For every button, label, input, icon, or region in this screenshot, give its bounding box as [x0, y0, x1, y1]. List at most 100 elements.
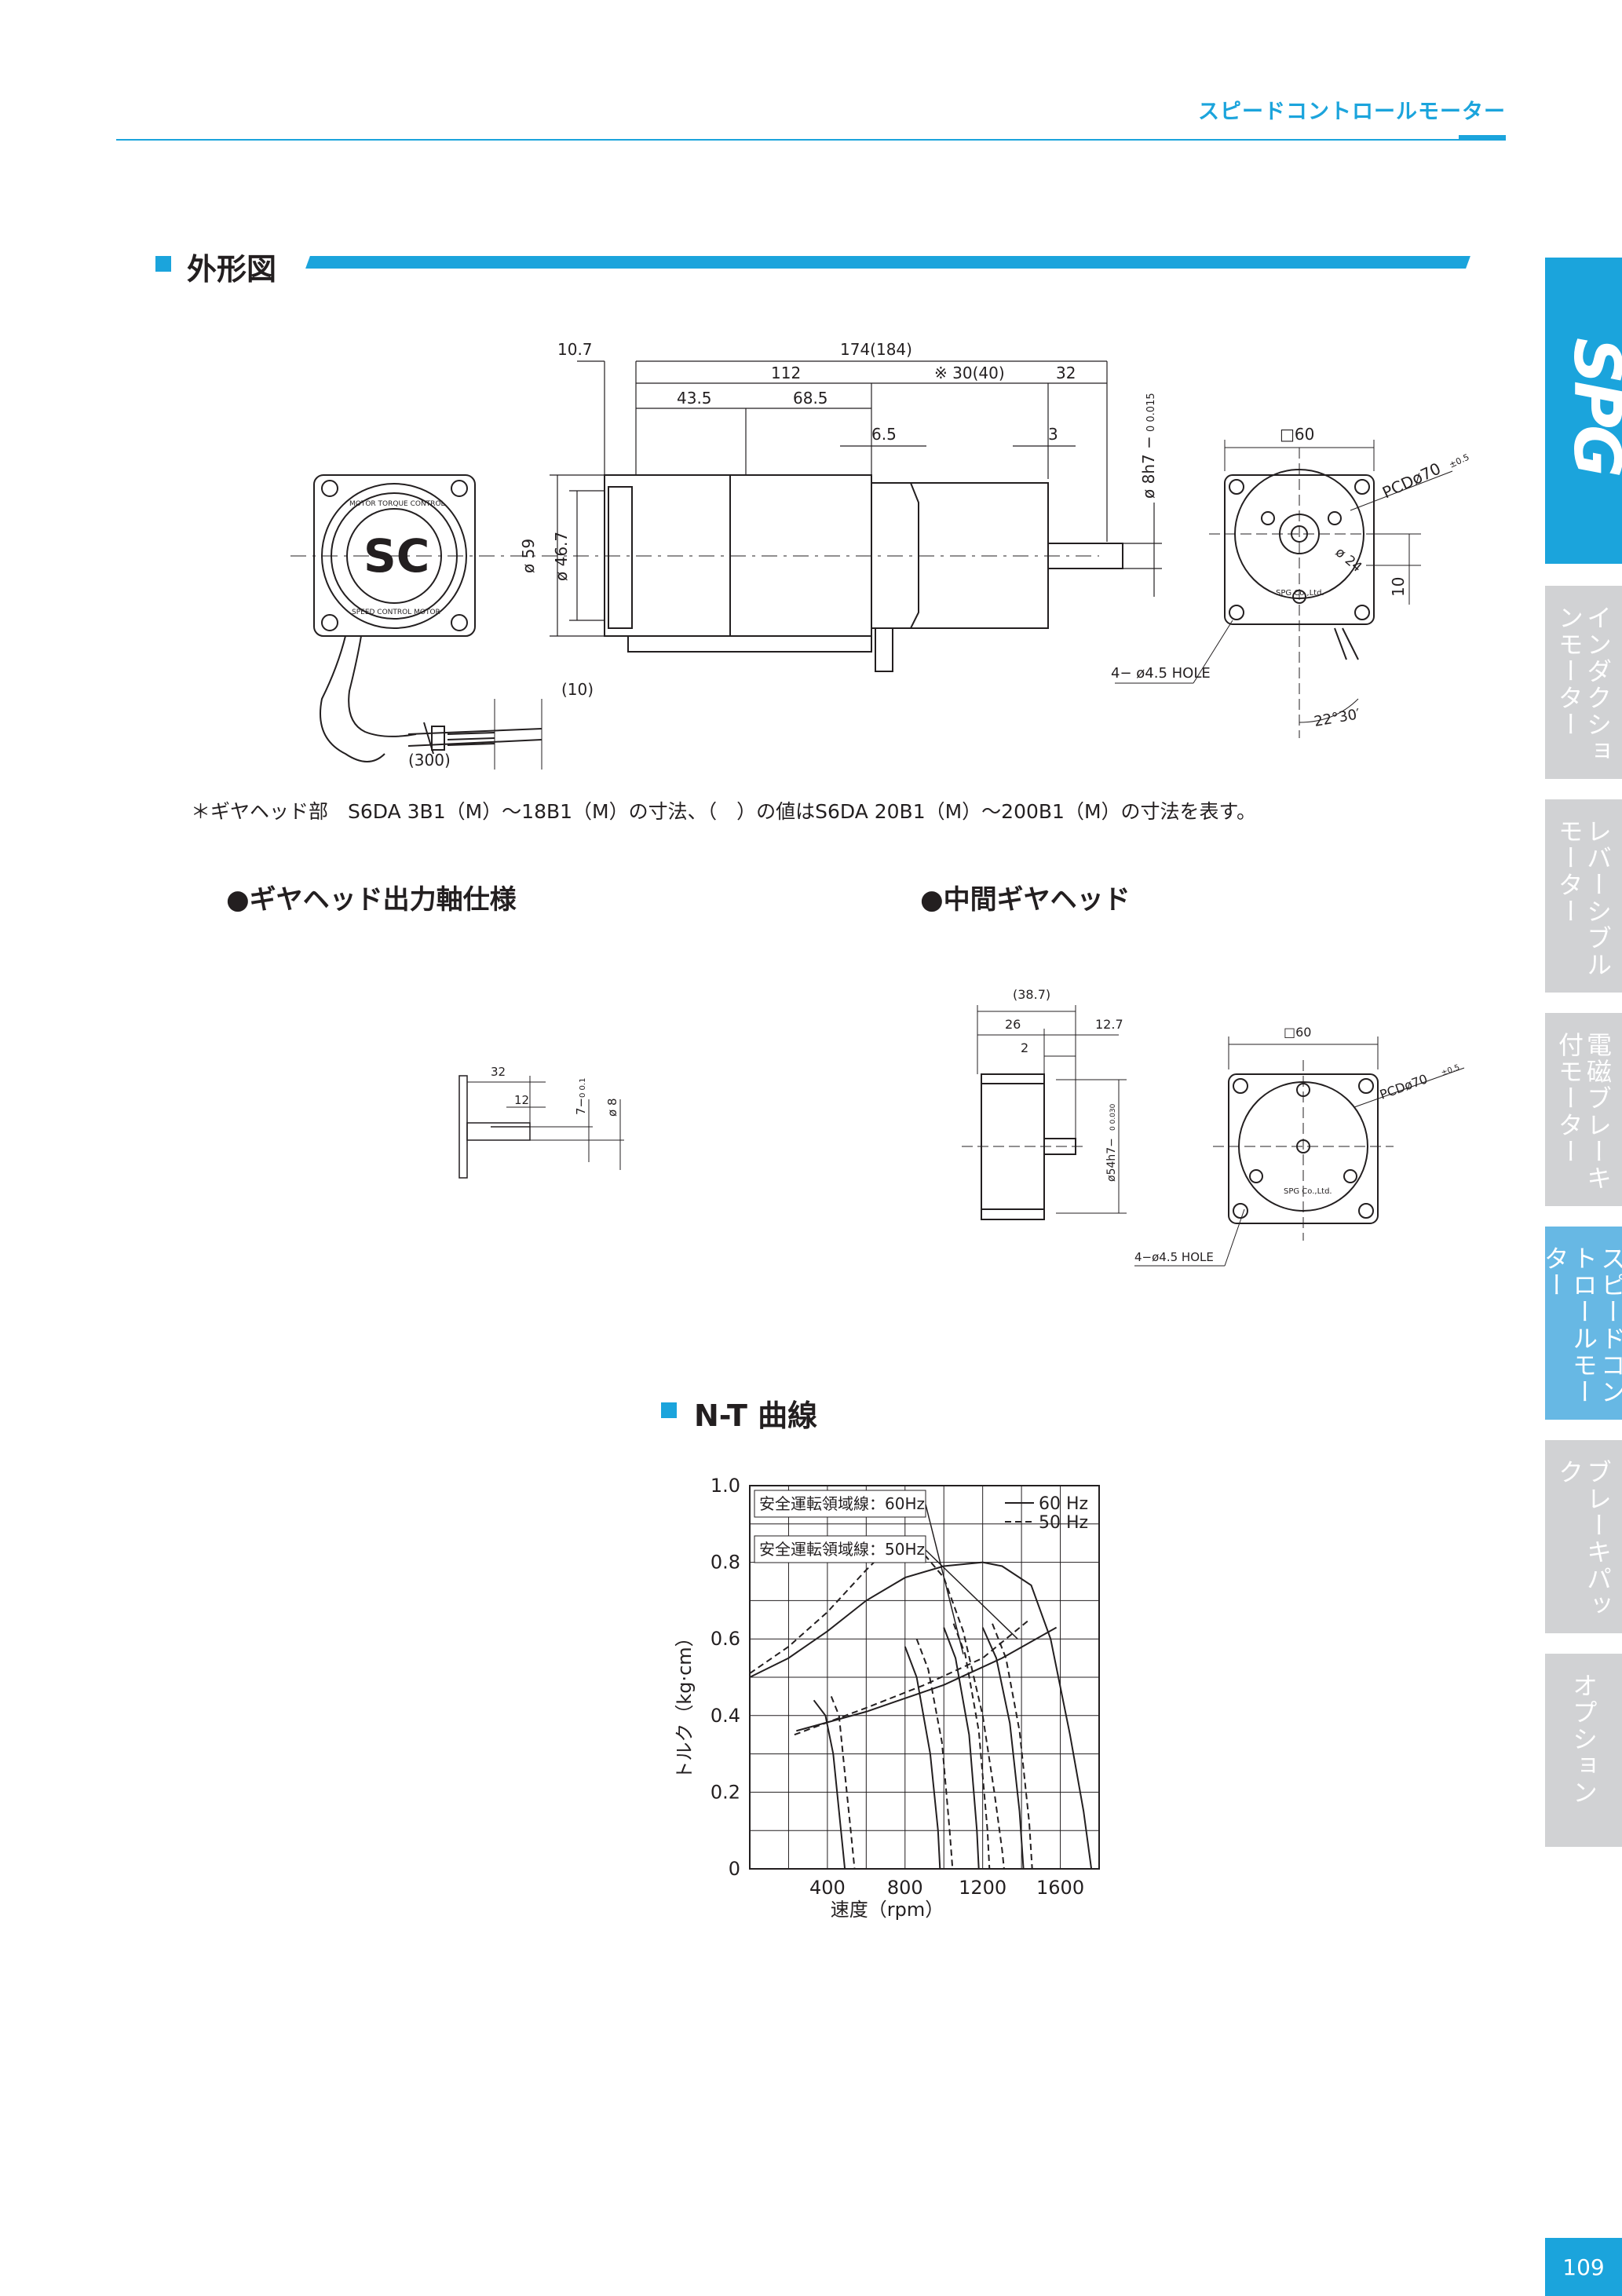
dim-10-lead: (10) [561, 680, 594, 699]
dim-pcd: PCDø70 [1379, 459, 1444, 502]
tab-label: オプション [1569, 1673, 1598, 1806]
annotation-box [754, 1490, 926, 1518]
chart-y-label: トルク（kg·cm） [674, 1628, 696, 1779]
dim-hole: 4− ø4.5 HOLE [1111, 665, 1211, 682]
tab-brake-motor[interactable]: 電磁ブレーキ付モーター [1545, 1013, 1622, 1206]
series-line-load-curve [813, 1699, 846, 1870]
mid-dim-12-7: 12.7 [1095, 1017, 1123, 1032]
sc-logo: SC [363, 529, 429, 583]
dim-43-5: 43.5 [677, 389, 712, 408]
tab-label: スピードコントロールモーター [1540, 1245, 1622, 1406]
dim-46-7: ø 46.7 [552, 532, 571, 581]
dim-pcd-tolerance: ±0.5 [1448, 452, 1471, 470]
mid-dim-hole: 4−ø4.5 HOLE [1134, 1250, 1214, 1264]
section-bar [305, 256, 1470, 269]
dim-shaft-tolerance: 0 0.015 [1145, 393, 1157, 432]
shaft-dim-7: 7− [574, 1098, 588, 1115]
mid-dim-pcd: PCDø70 [1378, 1071, 1430, 1102]
tab-induction-motor[interactable]: インダクションモーター [1545, 586, 1622, 779]
series-line-load-curve [904, 1646, 941, 1870]
series-line-safe-operation-line [794, 1619, 1030, 1736]
y-tick-label: 0.6 [711, 1628, 740, 1650]
chart-series [749, 1546, 1093, 1870]
mid-dim-38-7: (38.7) [1013, 987, 1050, 1002]
dim-10-7: 10.7 [557, 340, 593, 359]
chart-ticks: 0 0.2 0.4 0.6 0.8 1.0 400 800 1200 1600 [711, 1475, 1084, 1899]
mid-dim-square-60: □60 [1284, 1025, 1311, 1040]
header-title: スピードコントロールモーター [1198, 100, 1506, 124]
annotation-box [754, 1535, 926, 1563]
legend-label: 60 Hz [1039, 1494, 1088, 1514]
y-tick-label: 1.0 [711, 1475, 740, 1497]
mid-dim-2: 2 [1021, 1040, 1028, 1055]
motor-outline-drawing: 10.7 174(184) 112 ※ 30(40) 32 43.5 68.5 … [290, 340, 1471, 770]
tab-brake-pack[interactable]: ブレーキパック [1545, 1440, 1622, 1633]
legend-label: 50 Hz [1039, 1513, 1088, 1533]
tab-label: 電磁ブレーキ付モーター [1554, 1032, 1613, 1192]
mid-dim-54-tolerance: 0 0.030 [1109, 1103, 1117, 1131]
section-title-outline: 外形図 [187, 252, 277, 287]
gearhead-note: ＊ギヤヘッド部 S6DA 3B1（M）～18B1（M）の寸法、（ ）の値はS6D… [191, 800, 1257, 823]
tab-reversible-motor[interactable]: レバーシブルモーター [1545, 799, 1622, 993]
annotation-label: 安全運転領域線：50Hz [759, 1540, 925, 1559]
series-line-load-curve [981, 1627, 1025, 1870]
shaft-dim-7-tolerance: 0 0.1 [579, 1078, 587, 1098]
x-tick-label: 1600 [1036, 1877, 1084, 1899]
series-line-load-curve [830, 1696, 856, 1870]
annotation-label: 安全運転領域線：60Hz [759, 1494, 925, 1513]
shaft-dim-8: ø 8 [605, 1099, 619, 1117]
chart-x-label: 速度（rpm） [831, 1899, 944, 1921]
section-marker-nt [661, 1402, 677, 1418]
brand-label-end-view: SPG Co.,Ltd. [1276, 589, 1324, 598]
x-tick-label: 1200 [959, 1877, 1006, 1899]
label-ring-bottom: SPEED CONTROL MOTOR [352, 609, 440, 616]
mid-gearhead-drawing: (38.7) 26 12.7 2 ø54h7− 0 0.030 □60 PCDø… [962, 987, 1465, 1267]
brand-tab[interactable] [1545, 258, 1622, 564]
dim-3: 3 [1048, 425, 1058, 444]
section-title-nt-curve: N-T 曲線 [694, 1398, 818, 1433]
dim-10-vertical: 10 [1389, 577, 1408, 597]
y-tick-label: 0.4 [711, 1705, 740, 1727]
tab-label: レバーシブルモーター [1554, 818, 1613, 978]
gear-shaft-drawing: 32 12 7− 0 0.1 ø 8 [458, 1065, 624, 1179]
mid-dim-54: ø54h7− [1105, 1138, 1118, 1182]
dim-30: ※ 30(40) [934, 364, 1005, 382]
series-line-max-torque [749, 1546, 1005, 1870]
x-tick-label: 400 [809, 1877, 846, 1899]
shaft-dim-32: 32 [491, 1065, 506, 1079]
series-line-load-curve [915, 1638, 954, 1870]
dim-59: ø 59 [519, 539, 538, 573]
dim-68-5: 68.5 [793, 389, 828, 408]
label-ring-top: MOTOR TORQUE CONTROL [349, 500, 445, 508]
annotation-leader [925, 1504, 964, 1654]
series-line-load-curve [992, 1623, 1033, 1870]
series-line-max-torque [749, 1561, 1093, 1870]
page-number: 109 [1545, 2238, 1622, 2296]
dim-112: 112 [771, 364, 801, 382]
dim-phi-24: ø 24 [1332, 545, 1365, 576]
dim-6-5: 6.5 [871, 425, 897, 444]
header-rule-tab [1459, 135, 1506, 141]
header-rule [116, 139, 1506, 141]
dim-32: 32 [1056, 364, 1076, 382]
y-tick-label: 0.2 [711, 1781, 740, 1803]
series-line-safe-operation-line [796, 1626, 1058, 1732]
mid-dim-26: 26 [1005, 1017, 1021, 1032]
series-line-load-curve [943, 1627, 980, 1870]
tab-options[interactable]: オプション [1545, 1654, 1622, 1847]
tab-speed-control-motor[interactable]: スピードコントロールモーター [1540, 1227, 1622, 1420]
y-tick-label: 0.8 [711, 1552, 740, 1574]
y-tick-label: 0 [729, 1858, 740, 1880]
x-tick-label: 800 [887, 1877, 923, 1899]
dim-angle: 22°30′ [1313, 706, 1361, 730]
annotation-leader [925, 1549, 1018, 1640]
dim-total: 174(184) [840, 340, 912, 359]
brand-logo-text: SPG [1559, 338, 1622, 475]
dim-square-60: □60 [1280, 425, 1314, 444]
dim-shaft: ø 8h7 − [1139, 436, 1158, 499]
tab-label: ブレーキパック [1554, 1459, 1613, 1619]
section-marker [155, 256, 171, 272]
series-line-load-curve [952, 1623, 991, 1870]
